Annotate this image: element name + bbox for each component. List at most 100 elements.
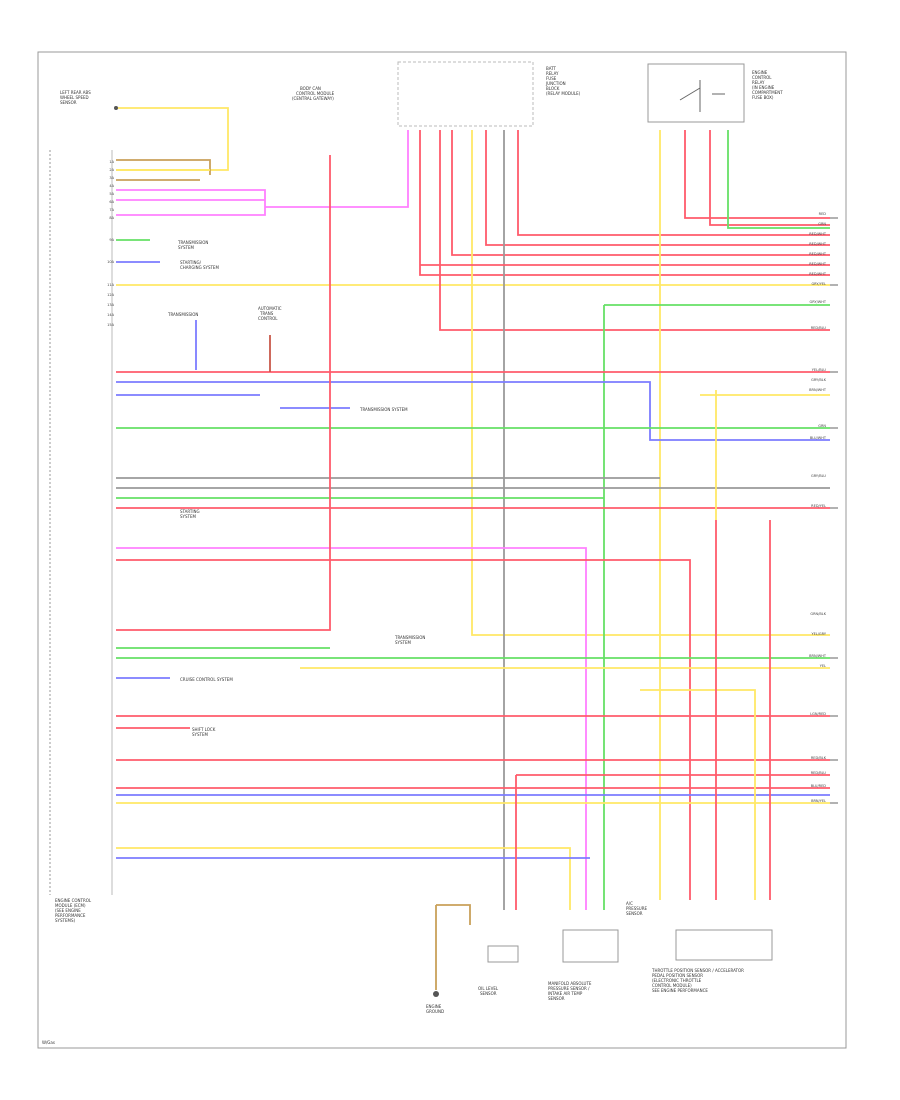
wire-red-f2 bbox=[439, 130, 830, 331]
right-wire-code: GRN bbox=[818, 222, 826, 226]
wire-yellow-f4 bbox=[471, 130, 830, 636]
right-wire-code: BLU/WHT bbox=[810, 436, 827, 440]
left-pin-label: 3A bbox=[109, 176, 114, 180]
right-wire-code: BRN/YEL bbox=[811, 799, 826, 803]
right-wire-codes: REDGRNRED/WHTRED/WHTRED/WHTRED/WHTRED/WH… bbox=[809, 212, 827, 803]
label-layer: LEFT REAR ABS WHEEL SPEED SENSOR ENGINE … bbox=[42, 66, 783, 1045]
left-sensor-label-3: SENSOR bbox=[60, 100, 77, 105]
shift-lock-a: SHIFT LOCK bbox=[192, 727, 216, 732]
left-pin-label: 15A bbox=[107, 323, 114, 327]
relay-label-4: (IN ENGINE bbox=[752, 85, 775, 90]
right-wire-code: GRY/WHT bbox=[810, 300, 827, 304]
left-pin-label: 6A bbox=[109, 200, 114, 204]
right-terminals bbox=[830, 217, 838, 804]
wire-yellow-tps bbox=[640, 689, 756, 900]
wire-relay-green bbox=[727, 130, 830, 229]
sensor-terminal-icon bbox=[114, 106, 118, 110]
gateway-label-2: CONTROL MODULE bbox=[296, 91, 335, 96]
right-wire-code: RED/BLU bbox=[811, 326, 827, 330]
relay-label-6: FUSE BOX) bbox=[752, 95, 774, 100]
right-wire-code: GRN bbox=[818, 424, 826, 428]
wire-pink-1 bbox=[116, 189, 266, 216]
diagram-border bbox=[37, 51, 847, 1049]
relay-label-3: RELAY bbox=[752, 80, 765, 85]
right-wire-code: GRY/BLK bbox=[811, 378, 827, 382]
right-wire-code: BLU/RED bbox=[811, 784, 827, 788]
right-wire-code: YEL bbox=[820, 664, 826, 668]
auto-trans-1: AUTOMATIC bbox=[258, 306, 282, 311]
wire-red-f5 bbox=[485, 130, 830, 246]
trans-left1-a: TRANSMISSION bbox=[177, 240, 208, 245]
relay-label-1: ENGINE bbox=[752, 70, 768, 75]
ecm-label-4: PERFORMANCE bbox=[55, 913, 86, 918]
wire-red-f1 bbox=[419, 130, 830, 276]
trans-right-label: TRANSMISSION SYSTEM bbox=[359, 407, 408, 412]
relay-box bbox=[647, 63, 745, 123]
right-wire-code: RED/BLU bbox=[811, 771, 827, 775]
oil-sensor-a: OIL LEVEL bbox=[478, 986, 499, 991]
wire-red-gateway bbox=[116, 155, 331, 631]
trans-left3-a: STARTING bbox=[180, 509, 200, 514]
gateway-label-3: (CENTRAL GATEWAY) bbox=[292, 96, 334, 101]
left-pin-label: 2A bbox=[109, 168, 114, 172]
wire-yellow-h10 bbox=[116, 847, 571, 910]
wire-pink-3 bbox=[265, 130, 409, 208]
fuse-block-box bbox=[397, 61, 534, 127]
ecm-label-2: MODULE (ECM) bbox=[55, 903, 86, 908]
ac-c: SENSOR bbox=[626, 911, 643, 916]
relay-label-2: CONTROL bbox=[752, 75, 772, 80]
left-pin-label: 13A bbox=[107, 303, 114, 307]
left-pin-label: 5A bbox=[109, 192, 114, 196]
shift-lock-b: SYSTEM bbox=[192, 732, 208, 737]
left-pin-label: 12A bbox=[107, 293, 114, 297]
ecm-label-5: SYSTEMS) bbox=[55, 918, 75, 923]
left-sensor-label-2: WHEEL SPEED bbox=[60, 95, 89, 100]
fuse-label-4: JUNCTION bbox=[545, 81, 566, 86]
ground-icon bbox=[433, 991, 439, 997]
tps-c: (ELECTRONIC THROTTLE bbox=[652, 978, 702, 983]
left-sensor-label-1: LEFT REAR ABS bbox=[60, 90, 91, 95]
fuse-label-2: RELAY bbox=[546, 71, 559, 76]
trans-left3-b: SYSTEM bbox=[180, 514, 196, 519]
wire-group bbox=[116, 107, 830, 990]
fuse-label-5: BLOCK bbox=[546, 86, 560, 91]
relay-switch-icon bbox=[679, 80, 725, 112]
auto-trans-3: CONTROL bbox=[258, 316, 278, 321]
tps-a: THROTTLE POSITION SENSOR / ACCELERATOR bbox=[651, 968, 744, 973]
tps-e: SEE ENGINE PERFORMANCE bbox=[652, 988, 708, 993]
map-a: MANIFOLD ABSOLUTE bbox=[548, 981, 592, 986]
fuse-label-6: (RELAY MODULE) bbox=[546, 91, 581, 96]
map-sensor-box bbox=[562, 929, 619, 963]
right-wire-code: BRN/WHT bbox=[809, 654, 827, 658]
wire-relay-red bbox=[684, 130, 830, 219]
cruise-label: CRUISE CONTROL SYSTEM bbox=[180, 677, 233, 682]
ecm-label-3: (SEE ENGINE bbox=[55, 908, 81, 913]
right-wire-code: GRY/YEL bbox=[811, 282, 826, 286]
left-pin-label: 4A bbox=[109, 184, 114, 188]
right-wire-code: RED/WHT bbox=[809, 232, 827, 236]
wire-blue-h1 bbox=[116, 381, 830, 441]
wire-tan-bottom bbox=[436, 904, 471, 925]
left-pin-label: 14A bbox=[107, 313, 114, 317]
auto-trans-2: TRANS bbox=[259, 311, 274, 316]
left-pin-label: 8A bbox=[109, 216, 114, 220]
left-pin-label: 7A bbox=[109, 208, 114, 212]
relay-label-5: COMPARTMENT bbox=[752, 90, 783, 95]
tps-b: PEDAL POSITION SENSOR bbox=[652, 973, 703, 978]
right-wire-code: BRN/WHT bbox=[809, 388, 827, 392]
wire-red-f7 bbox=[517, 130, 830, 236]
left-pin-label: 10A bbox=[107, 260, 114, 264]
right-wire-code: RED/WHT bbox=[809, 242, 827, 246]
map-b: PRESSURE SENSOR / bbox=[548, 986, 590, 991]
right-wire-code: RED/YEL bbox=[811, 504, 826, 508]
ground-b: GROUND bbox=[426, 1009, 444, 1014]
wire-red-h3 bbox=[116, 559, 691, 900]
right-wire-code: GRN/BLK bbox=[810, 612, 826, 616]
left-pin-label: 11A bbox=[107, 283, 114, 287]
trans-left2-b: CHARGING SYSTEM bbox=[180, 265, 219, 270]
oil-sensor-b: SENSOR bbox=[480, 991, 497, 996]
right-wire-code: RED/BLK bbox=[811, 756, 827, 760]
right-wire-code: RED bbox=[819, 212, 827, 216]
left-pin-label: 1A bbox=[109, 160, 114, 164]
